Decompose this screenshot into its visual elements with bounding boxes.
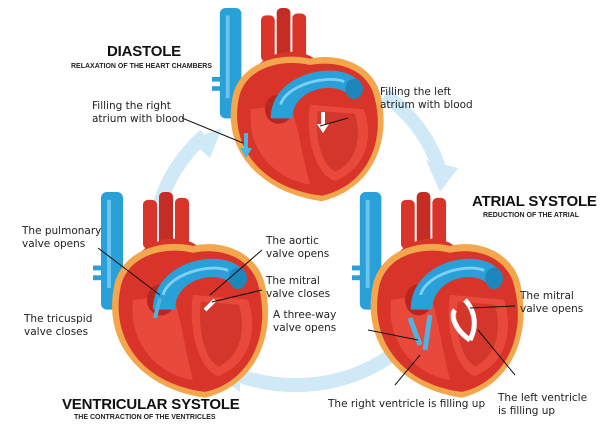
atrial-systole-subtitle: REDUCTION OF THE ATRIAL [483,212,580,219]
diastole-title: DIASTOLE [107,43,181,60]
ventricular-systole-subtitle: THE CONTRACTION OF THE VENTRICLES [74,414,216,421]
diastole-subtitle: RELAXATION OF THE HEART CHAMBERS [71,63,213,70]
atrial-systole-title: ATRIAL SYSTOLE [472,193,597,210]
label-right-ventricle-filling: The right ventricle is filling up [328,398,486,410]
ventricular-systole-title: VENTRICULAR SYSTOLE [62,396,240,413]
heart-diastole [210,6,386,203]
leader-lines [97,117,516,386]
blood-flow-arrows [153,112,477,351]
